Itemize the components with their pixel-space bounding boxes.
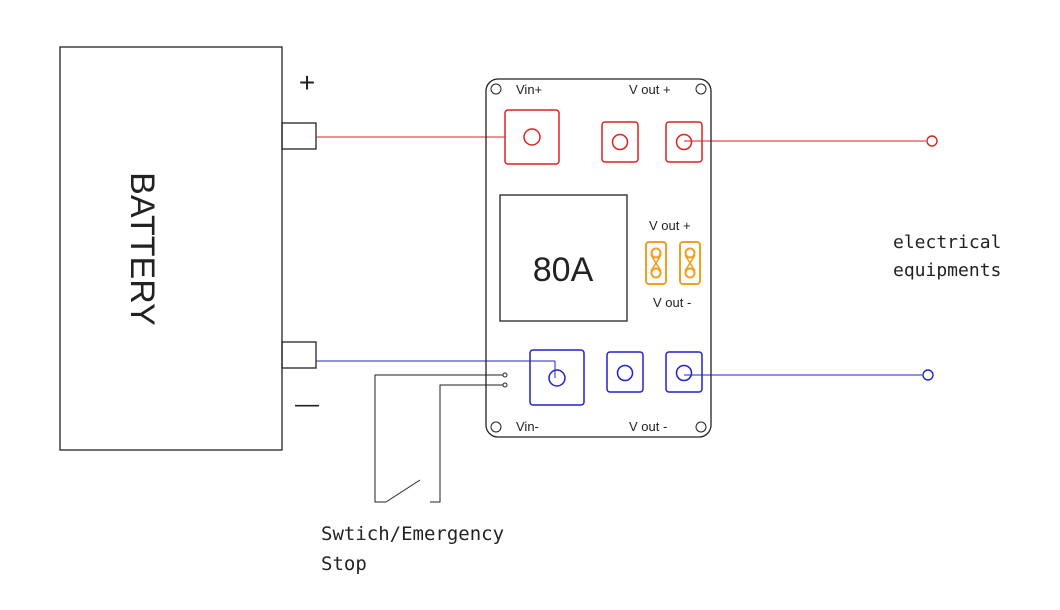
- vout-plus-mid-label: V out +: [649, 218, 691, 233]
- switch-wire-1: [374, 374, 503, 503]
- battery-positive-terminal: [281, 122, 317, 150]
- mounting-hole-bottom-right: [695, 421, 707, 433]
- battery-body: [59, 46, 283, 451]
- vout-minus-terminal-2-hole: [675, 364, 693, 382]
- fuse-clip-2: [679, 241, 701, 285]
- switch-wire-2: [430, 384, 503, 503]
- switch-label-line2: Stop: [321, 553, 367, 575]
- vout-plus-terminal-1: [601, 121, 639, 163]
- board-outline: [485, 78, 712, 438]
- battery-minus-sign: —: [295, 391, 319, 418]
- emergency-stop-switch: [374, 374, 503, 503]
- relay-rating-label: 80A: [533, 251, 594, 289]
- vin-plus-terminal-hole: [523, 128, 541, 146]
- vout-minus-terminal-1-hole: [616, 364, 634, 382]
- vout-plus-terminal-1-hole: [611, 133, 629, 151]
- vout-minus-bottom-label: V out -: [629, 419, 667, 434]
- switch-pin-1: [502, 372, 508, 378]
- battery-negative-terminal: [281, 341, 317, 369]
- load-label-line1: electrical: [893, 232, 1001, 253]
- vout-plus-terminal-2: [665, 121, 703, 163]
- vout-minus-terminal-2: [665, 351, 703, 393]
- battery: BATTERY + —: [59, 46, 319, 451]
- switch-lever: [385, 479, 421, 503]
- vout-minus-terminal-1: [606, 351, 644, 393]
- battery-label: BATTERY: [123, 172, 161, 326]
- fuse-clip-1: [645, 241, 667, 285]
- mounting-hole-top-right: [695, 83, 707, 95]
- vin-minus-terminal-hole: [548, 369, 566, 387]
- relay-body: [499, 194, 628, 322]
- battery-plus-sign: +: [299, 67, 315, 98]
- vout-minus-mid-label: V out -: [653, 295, 691, 310]
- positive-output-terminal: [926, 135, 938, 147]
- switch-pin-2: [502, 382, 508, 388]
- wires: [316, 135, 938, 381]
- load-label-line2: equipments: [893, 260, 1001, 281]
- mounting-hole-top-left: [490, 83, 502, 95]
- vin-plus-terminal: [504, 109, 560, 165]
- switch-label-line1: Swtich/Emergency: [321, 523, 504, 545]
- vin-plus-label: Vin+: [516, 82, 542, 97]
- vout-plus-terminal-2-hole: [675, 133, 693, 151]
- vout-plus-top-label: V out +: [629, 82, 671, 97]
- control-board: Vin+ V out + Vin- V out - 80A V out + V …: [485, 78, 712, 438]
- vin-minus-terminal: [529, 349, 585, 406]
- mounting-hole-bottom-left: [490, 421, 502, 433]
- vin-minus-label: Vin-: [516, 419, 539, 434]
- negative-output-terminal: [922, 369, 934, 381]
